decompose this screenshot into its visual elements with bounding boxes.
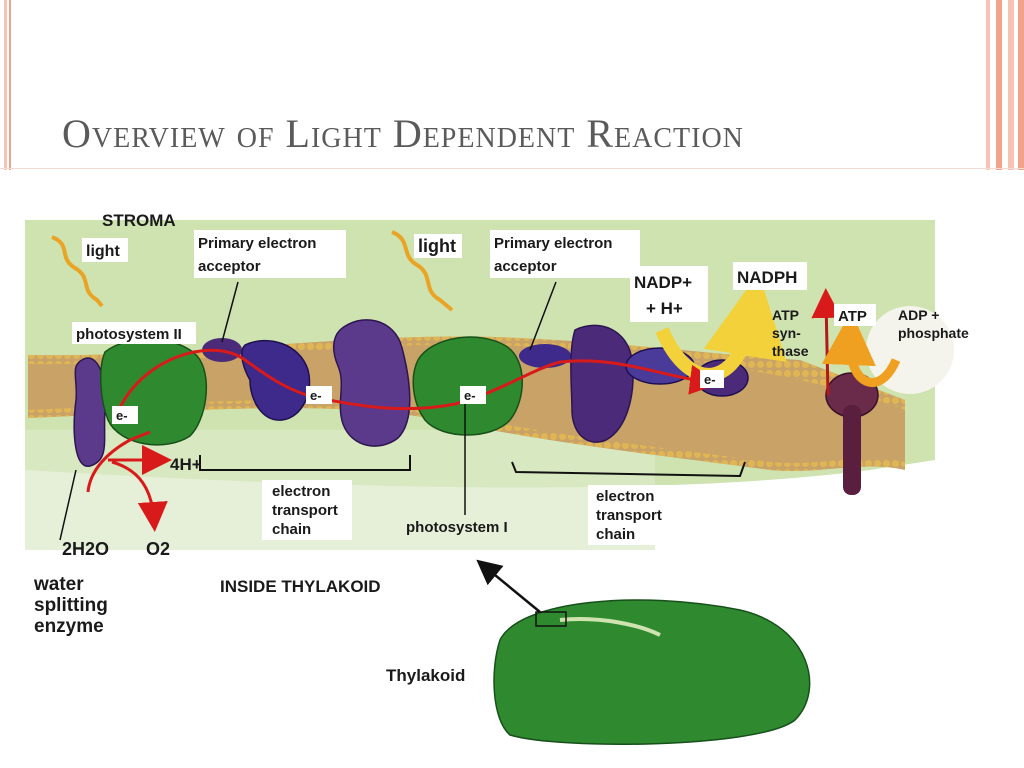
title-divider [0, 168, 1024, 169]
ps1-acceptor-protein [519, 344, 571, 368]
acceptor-box-2 [490, 230, 640, 278]
etc-bracket-1 [199, 455, 411, 471]
acceptor-box-1 [194, 230, 346, 278]
enzyme-line3: enzyme [34, 616, 104, 637]
acceptor-pointer-2 [529, 281, 557, 351]
left-accent-stripe-2 [9, 0, 11, 170]
etc-box-2 [588, 485, 678, 545]
zoom-arrow [476, 559, 541, 613]
oxygen-label: O2 [146, 539, 170, 559]
nadph-box [733, 262, 807, 290]
right-accent-stripes [978, 0, 1024, 170]
h-plus-label: 4H+ [170, 455, 202, 474]
left-accent-stripe [4, 0, 7, 170]
electron-flow-path [116, 348, 720, 413]
enzyme-line2: splitting [34, 595, 108, 616]
ps2-label-box [72, 322, 196, 344]
atp-synthase-stalk [843, 405, 861, 495]
etc-2-line2: transport [596, 507, 662, 524]
photosystem-ii-label: photosystem II [76, 326, 182, 343]
electron-label-4: e- [704, 372, 716, 387]
enzyme-line1: water [33, 574, 84, 595]
acceptor-pointer-1 [221, 281, 239, 343]
water-electron-path [86, 430, 151, 493]
light-label-box-1 [82, 238, 128, 262]
enzyme-pointer [59, 469, 77, 541]
photosystem-i-label: photosystem I [406, 519, 508, 536]
light-label-2: light [418, 236, 456, 256]
atp-synthase-line3: thase [772, 343, 809, 359]
atp-formation-arrow [821, 311, 901, 387]
oxygen-arrow [111, 460, 168, 532]
inside-thylakoid-label: INSIDE THYLAKOID [220, 577, 381, 596]
light-arrow-1 [51, 235, 104, 308]
light-label-1: light [86, 243, 120, 260]
photosystem-ii [99, 338, 208, 446]
acceptor-label-1-line2: acceptor [198, 258, 261, 275]
thylakoid-label: Thylakoid [386, 666, 465, 685]
zoom-box [535, 611, 567, 627]
thylakoid-shape [493, 599, 811, 746]
thylakoid-highlight [559, 617, 661, 637]
electron-box-4 [700, 370, 724, 388]
atp-synthase-arrow [811, 288, 842, 396]
atp-synthase-line1: ATP [772, 307, 799, 323]
stroma-label: STROMA [102, 211, 176, 230]
acceptor-label-1-line1: Primary electron [198, 235, 316, 252]
cytochrome-complex [333, 319, 411, 447]
etc-1-line3: chain [272, 521, 311, 538]
electron-box-1 [112, 406, 138, 424]
ferredoxin-complex [570, 324, 634, 443]
nadph-label: NADPH [737, 268, 797, 287]
nadp-plus-label: NADP+ [634, 273, 692, 292]
light-arrow-2 [391, 230, 454, 312]
electron-box-2 [306, 386, 332, 404]
acceptor-label-2-line2: acceptor [494, 258, 557, 275]
nadp-box [630, 266, 708, 322]
electron-label-1: e- [116, 408, 128, 423]
electron-box-3 [460, 386, 486, 404]
light-label-box-2 [414, 234, 462, 258]
slide-title: Overview of Light Dependent Reaction [62, 111, 744, 156]
atp-box [834, 304, 876, 326]
water-label: 2H2O [62, 539, 109, 559]
h-plus-nadp-label: + H+ [646, 299, 683, 318]
adp-line1: ADP + [898, 307, 939, 323]
etc-1-line1: electron [272, 483, 330, 500]
etc-2-line3: chain [596, 526, 635, 543]
atp-synthase-line2: syn- [772, 325, 801, 341]
etc-bracket-2 [511, 461, 746, 478]
electron-label-3: e- [464, 388, 476, 403]
atp-label: ATP [838, 308, 867, 325]
acceptor-label-2-line1: Primary electron [494, 235, 612, 252]
electron-label-2: e- [310, 388, 322, 403]
etc-box-1 [262, 480, 352, 540]
etc-1-line2: transport [272, 502, 338, 519]
adp-line2: phosphate [898, 325, 969, 341]
membrane-inner-heads [28, 400, 905, 472]
etc-2-line1: electron [596, 488, 654, 505]
